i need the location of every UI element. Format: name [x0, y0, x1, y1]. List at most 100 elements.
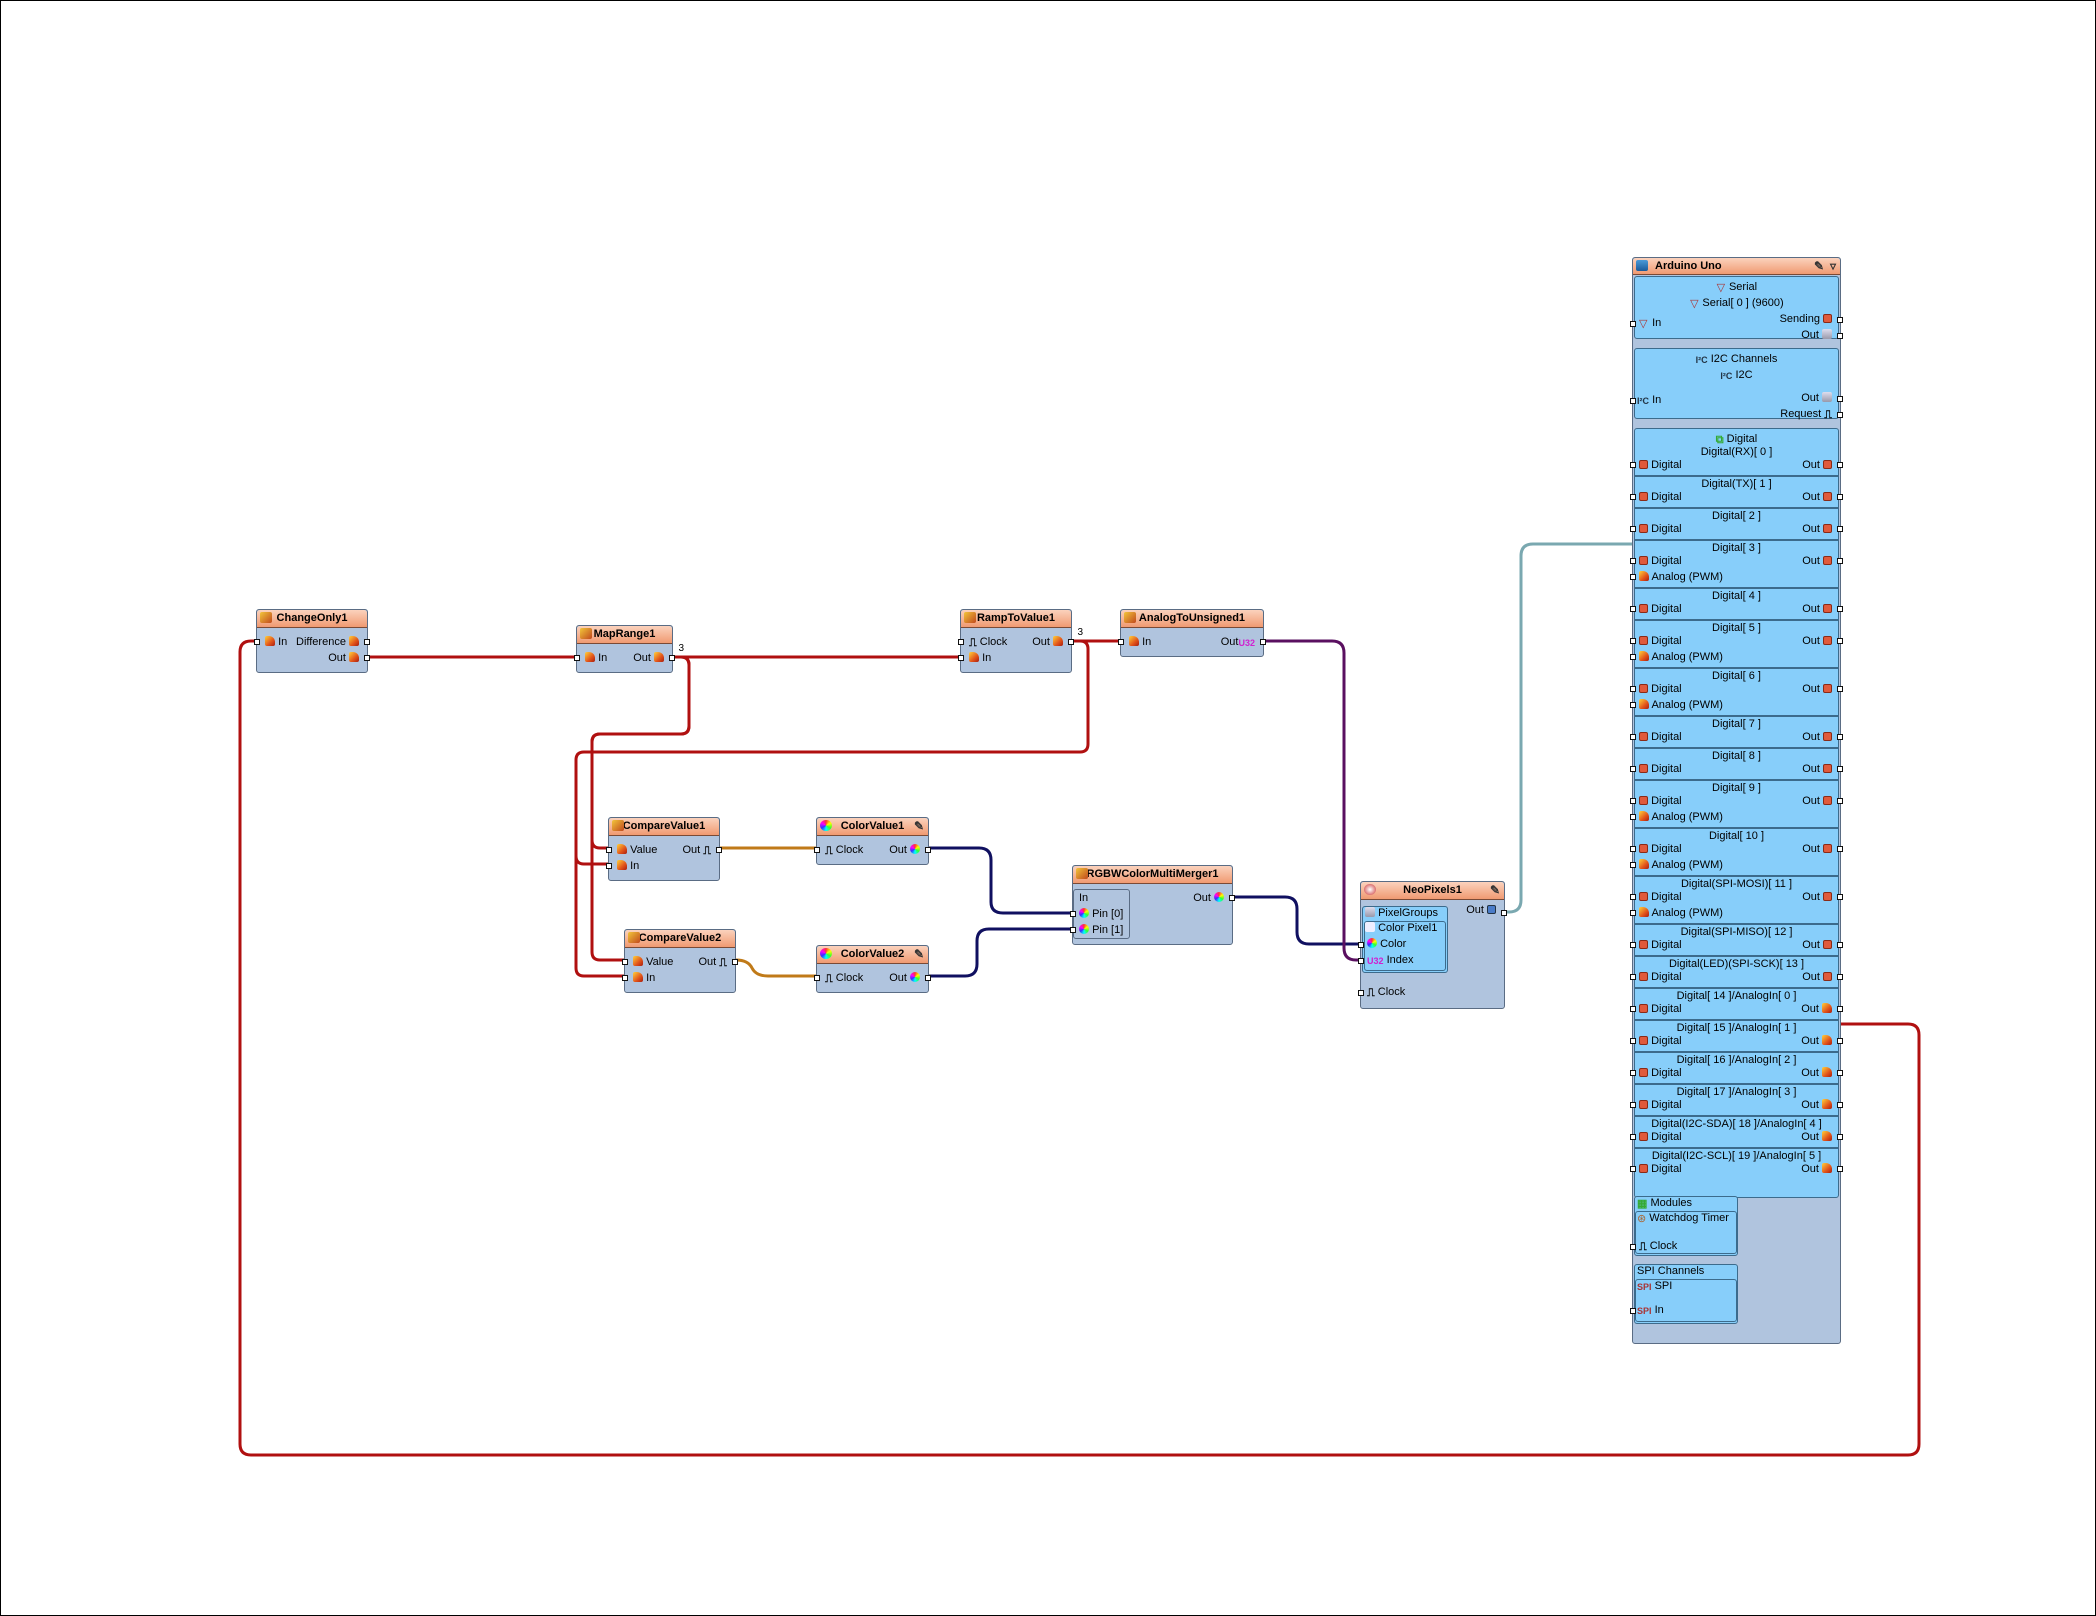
digital-pin-in-pin[interactable]	[1630, 1102, 1636, 1108]
wire-ramp-to-compare2-in[interactable]	[574, 856, 625, 978]
digital-pin-out-pin[interactable]	[1837, 638, 1843, 644]
changeonly-difference-pin[interactable]	[364, 639, 370, 645]
neopixels-clock-pin[interactable]	[1358, 990, 1364, 996]
wire-pin14-to-changeonly[interactable]	[238, 639, 1921, 1457]
digital-pin-in-pin[interactable]	[1630, 558, 1636, 564]
neopixels-color-pixel[interactable]	[1364, 921, 1446, 971]
digital-pin-in-pin[interactable]	[1630, 1134, 1636, 1140]
maprange-header[interactable]: MapRange1	[577, 626, 672, 644]
digital-pin-in-pin[interactable]	[1630, 606, 1636, 612]
colorvalue1-clock-pin[interactable]	[814, 847, 820, 853]
rgbw-merger-pin0-pin[interactable]	[1070, 911, 1076, 917]
analogtounsigned-component[interactable]: AnalogToUnsigned1 In OutU32	[1118, 609, 1266, 657]
neopixels-header[interactable]: NeoPixels1✎	[1361, 882, 1504, 900]
changeonly-out-pin[interactable]	[364, 655, 370, 661]
digital-pin-in-pin[interactable]	[1630, 462, 1636, 468]
digital-pin-in-pin[interactable]	[1630, 1038, 1636, 1044]
digital-pin-out-pin[interactable]	[1837, 942, 1843, 948]
rgbw-merger-component[interactable]: RGBWColorMultiMerger1 In Pin [0] Pin [1]…	[1070, 865, 1235, 945]
analogtounsigned-out-pin[interactable]	[1260, 639, 1266, 645]
digital-pin-in-pin[interactable]	[1630, 1070, 1636, 1076]
serial-out-pin[interactable]	[1837, 333, 1843, 339]
digital-pin-in-pin[interactable]	[1630, 766, 1636, 772]
digital-pin-pwm-pin[interactable]	[1630, 910, 1636, 916]
digital-pin-out-pin[interactable]	[1837, 526, 1843, 532]
serial-sending-pin[interactable]	[1837, 317, 1843, 323]
changeonly-header[interactable]: ChangeOnly1	[257, 610, 367, 628]
digital-pin-pwm-pin[interactable]	[1630, 862, 1636, 868]
wire-maprange-to-compare2[interactable]	[590, 655, 691, 962]
changeonly-component[interactable]: ChangeOnly1 In Difference Out	[254, 609, 370, 673]
digital-pin-in-pin[interactable]	[1630, 526, 1636, 532]
digital-pin-in-pin[interactable]	[1630, 734, 1636, 740]
comparevalue2-out-pin[interactable]	[732, 959, 738, 965]
wrench-icon[interactable]: ✎	[913, 819, 924, 833]
wrench-icon[interactable]: ✎	[1813, 259, 1824, 273]
changeonly-in-pin[interactable]	[254, 639, 260, 645]
arduino-uno-component[interactable]: Arduino Uno✎▿ ▽ Serial ▽ Serial[ 0 ] (96…	[1630, 257, 1843, 1344]
digital-pin-out-pin[interactable]	[1837, 606, 1843, 612]
digital-pin-in-pin[interactable]	[1630, 1006, 1636, 1012]
digital-pin-out-pin[interactable]	[1837, 974, 1843, 980]
comparevalue1-out-pin[interactable]	[716, 847, 722, 853]
watchdog-clock-pin[interactable]	[1630, 1244, 1636, 1250]
comparevalue2-header[interactable]: CompareValue2	[625, 930, 735, 948]
digital-pin-out-pin[interactable]	[1837, 462, 1843, 468]
comparevalue1-header[interactable]: CompareValue1	[609, 818, 719, 836]
wire-neopixels-to-pin2[interactable]	[1505, 542, 1633, 914]
colorvalue2-clock-pin[interactable]	[814, 975, 820, 981]
digital-pin-in-pin[interactable]	[1630, 494, 1636, 500]
i2c-in-pin[interactable]	[1630, 398, 1636, 404]
digital-pin-in-pin[interactable]	[1630, 686, 1636, 692]
spi-in-pin[interactable]	[1630, 1308, 1636, 1314]
ramptovalue-out-pin[interactable]	[1068, 639, 1074, 645]
colorvalue1-out-pin[interactable]	[925, 847, 931, 853]
ramptovalue-in-pin[interactable]	[958, 655, 964, 661]
digital-pin-pwm-pin[interactable]	[1630, 654, 1636, 660]
wire-merger-to-neopixels-color[interactable]	[1233, 895, 1361, 946]
ramptovalue-header[interactable]: RampToValue1	[961, 610, 1071, 628]
digital-pin-in-pin[interactable]	[1630, 942, 1636, 948]
neopixels-out-pin[interactable]	[1501, 910, 1507, 916]
digital-pin-in-pin[interactable]	[1630, 846, 1636, 852]
comparevalue2-in-pin[interactable]	[622, 975, 628, 981]
colorvalue1-header[interactable]: ColorValue1✎	[817, 818, 928, 836]
comparevalue1-component[interactable]: CompareValue1 Value In Out ⎍	[606, 817, 722, 881]
digital-pin-out-pin[interactable]	[1837, 894, 1843, 900]
colorvalue2-header[interactable]: ColorValue2✎	[817, 946, 928, 964]
maprange-component[interactable]: MapRange1 In Out 3	[574, 625, 684, 673]
spi-sub-section[interactable]	[1635, 1279, 1737, 1322]
wire-analogtounsigned-to-neopixels-index[interactable]	[1264, 639, 1361, 962]
digital-pin-out-pin[interactable]	[1837, 1102, 1843, 1108]
rgbw-merger-header[interactable]: RGBWColorMultiMerger1	[1073, 866, 1232, 884]
analogtounsigned-in-pin[interactable]	[1118, 639, 1124, 645]
digital-pin-in-pin[interactable]	[1630, 974, 1636, 980]
digital-pin-pwm-pin[interactable]	[1630, 702, 1636, 708]
ramptovalue-clock-pin[interactable]	[958, 639, 964, 645]
wrench-icon[interactable]: ✎	[913, 947, 924, 961]
i2c-out-pin[interactable]	[1837, 396, 1843, 402]
maprange-in-pin[interactable]	[574, 655, 580, 661]
wire-colorvalue2-to-merger[interactable]	[929, 927, 1073, 978]
neopixels-index-pin[interactable]	[1358, 958, 1364, 964]
wire-colorvalue1-to-merger[interactable]	[929, 846, 1073, 915]
colorvalue2-out-pin[interactable]	[925, 975, 931, 981]
digital-pin-out-pin[interactable]	[1837, 1134, 1843, 1140]
maprange-out-pin[interactable]	[669, 655, 675, 661]
digital-pin-in-pin[interactable]	[1630, 638, 1636, 644]
digital-pin-out-pin[interactable]	[1837, 494, 1843, 500]
neopixels-component[interactable]: NeoPixels1✎ PixelGroups Color Pixel1 Col…	[1358, 881, 1507, 1009]
watchdog-section[interactable]	[1635, 1211, 1737, 1254]
digital-pin-out-pin[interactable]	[1837, 798, 1843, 804]
ramptovalue-component[interactable]: RampToValue1 ⎍ Clock In Out 3	[958, 609, 1083, 673]
comparevalue1-value-pin[interactable]	[606, 847, 612, 853]
digital-pin-out-pin[interactable]	[1837, 846, 1843, 852]
wrench-icon[interactable]: ✎	[1489, 883, 1500, 897]
comparevalue2-value-pin[interactable]	[622, 959, 628, 965]
digital-pin-out-pin[interactable]	[1837, 558, 1843, 564]
neopixels-color-pin[interactable]	[1358, 942, 1364, 948]
arduino-header[interactable]: Arduino Uno✎▿	[1633, 258, 1840, 275]
chevron-down-icon[interactable]: ▿	[1829, 259, 1836, 273]
digital-pin-pwm-pin[interactable]	[1630, 814, 1636, 820]
rgbw-merger-out-pin[interactable]	[1229, 895, 1235, 901]
